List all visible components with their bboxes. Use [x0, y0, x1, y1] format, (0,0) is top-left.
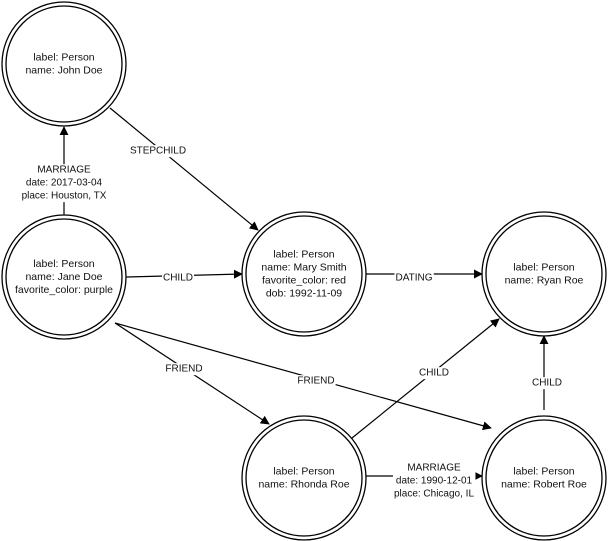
node-text-line: label: Person [33, 51, 94, 63]
node-inner-circle [245, 419, 363, 537]
edge-label-line: CHILD [419, 368, 449, 379]
edge-label-background [164, 363, 204, 376]
edge-label-stepchild-john-mary: STEPCHILD [128, 145, 188, 158]
node-text-line: name: Rhonda Roe [258, 478, 349, 490]
node-text-line: dob: 1992-11-09 [266, 287, 342, 299]
edge-label-background [417, 367, 451, 380]
node-text-line: name: Jane Doe [25, 271, 102, 283]
edge-label-background [128, 145, 188, 158]
node-inner-circle [485, 419, 603, 537]
node-inner-circle [5, 5, 123, 123]
node-text-line: name: Robert Roe [501, 478, 587, 490]
edge-label-line: date: 2017-03-04 [26, 178, 103, 189]
edge-label-line: date: 1990-12-01 [396, 476, 473, 487]
edge-label-dating-mary-ryan: DATING [394, 272, 434, 285]
node-text-line: favorite_color: purple [15, 284, 113, 296]
node-text-line: favorite_color: red [262, 274, 346, 286]
edge-label-friend-jane-robert: FRIEND [296, 375, 336, 388]
edge-labels-layer: MARRIAGE date: 2017-03-04 place: Houston, … [20, 145, 564, 501]
edge-label-line: FRIEND [297, 376, 334, 387]
edge-label-line: CHILD [532, 378, 562, 389]
node-text-line: name: John Doe [25, 64, 102, 76]
edge-label-line: FRIEND [165, 364, 202, 375]
node-text-line: label: Person [513, 465, 574, 477]
edge-label-friend-jane-rhonda: FRIEND [164, 363, 204, 376]
edge-label-child-robert-ryan: CHILD [530, 377, 564, 390]
edge-label-line: place: Houston, TX [22, 191, 107, 202]
edge-label-line: STEPCHILD [130, 146, 186, 157]
node-text-line: name: Mary Smith [261, 261, 346, 273]
node-text-line: name: Ryan Roe [505, 274, 584, 286]
edge-label-background [392, 462, 476, 501]
edge-label-marriage-jane-john: MARRIAGE date: 2017-03-04 place: Houston, … [20, 164, 108, 203]
edge-label-background [530, 377, 564, 390]
edge-label-child-jane-mary: CHILD [161, 272, 195, 285]
edge-label-line: MARRIAGE [407, 463, 461, 474]
edge-label-line: MARRIAGE [37, 165, 91, 176]
edge-label-child-rhonda-ryan: CHILD [417, 367, 451, 380]
edge-stepchild-john-mary [109, 107, 259, 231]
node-inner-circle [485, 215, 603, 333]
node-text-line: label: Person [273, 465, 334, 477]
node-text-line: label: Person [273, 248, 334, 260]
node-text-line: label: Person [33, 258, 94, 270]
edge-label-line: CHILD [163, 273, 193, 284]
edge-label-background [296, 375, 336, 388]
edge-label-line: DATING [395, 273, 432, 284]
node-inner-circle [5, 218, 123, 336]
node-text-line: label: Person [513, 261, 574, 273]
edge-label-background [161, 272, 195, 285]
node-inner-circle [245, 215, 363, 333]
edge-label-line: place: Chicago, IL [394, 489, 474, 500]
edge-label-marriage-rhonda-robert: MARRIAGE date: 1990-12-01 place: Chicago, … [392, 462, 476, 501]
edge-label-background [394, 272, 434, 285]
edge-label-background [20, 164, 108, 203]
